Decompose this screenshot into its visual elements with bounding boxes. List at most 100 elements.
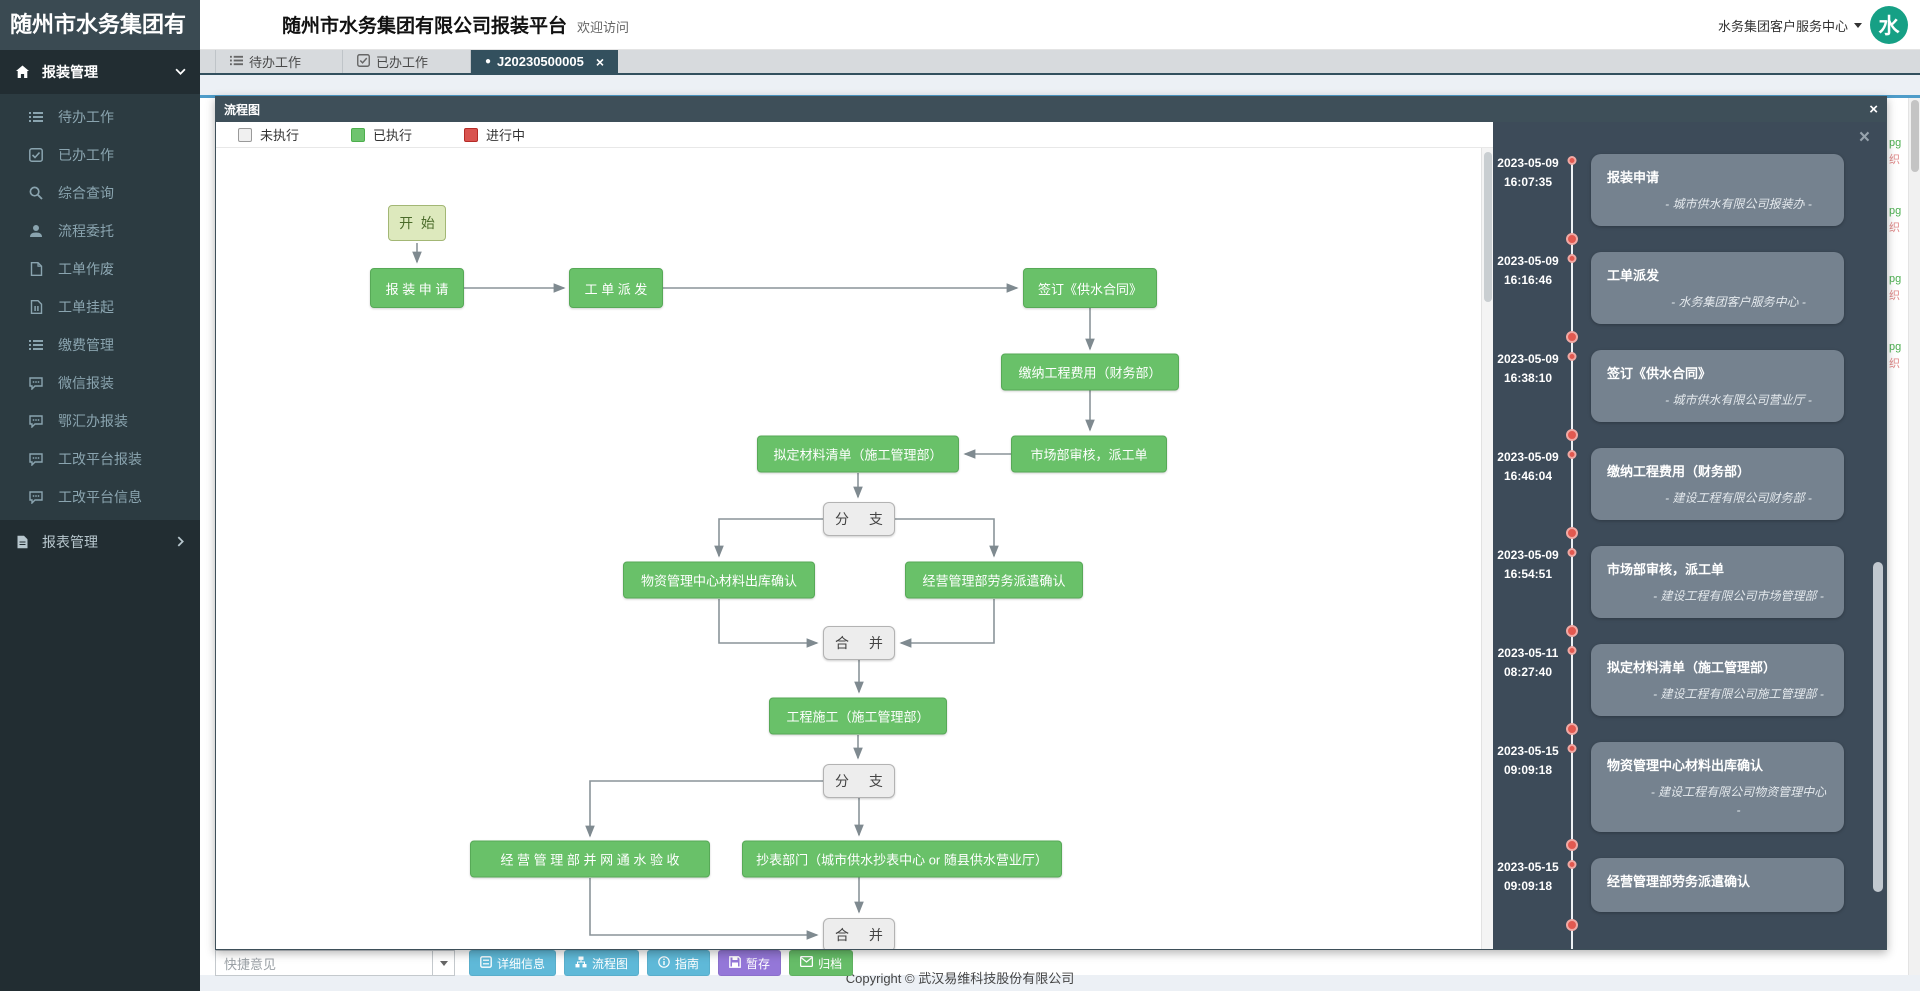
clipped-text: 织 xyxy=(1889,154,1900,166)
flowchart-scrollbar[interactable] xyxy=(1481,148,1493,949)
flow-node-branch-2: 分 支 xyxy=(823,764,895,798)
sidebar-item-liucheng-weituo[interactable]: 流程委托 xyxy=(0,212,200,250)
sidebar-item-daiban-gongzuo[interactable]: 待办工作 xyxy=(0,98,200,136)
sidebar-item-gongdan-zuofei[interactable]: 工单作废 xyxy=(0,250,200,288)
home-icon xyxy=(14,65,30,79)
timeline-dot xyxy=(1567,548,1577,557)
flow-icon xyxy=(575,956,587,971)
timeline-card: 物资管理中心材料出库确认 - 建设工程有限公司物资管理中心 - xyxy=(1591,742,1844,832)
list-icon xyxy=(28,338,44,352)
clipped-text: pg xyxy=(1889,341,1902,353)
timeline-dot xyxy=(1567,646,1577,655)
flow-node-merge-2: 合 并 xyxy=(823,918,895,949)
timeline-dot xyxy=(1567,352,1577,361)
sidebar-item-yiban-gongzuo[interactable]: 已办工作 xyxy=(0,136,200,174)
flowchart-scrollbar-thumb[interactable] xyxy=(1484,152,1492,302)
record-dot-icon: ● xyxy=(485,55,492,67)
sidebar-item-baobiao-guanli[interactable]: 报表管理 xyxy=(0,520,200,564)
timeline-card: 工单派发 - 水务集团客户服务中心 - xyxy=(1591,252,1844,324)
sidebar-item-baozhuang-guanli[interactable]: 报装管理 xyxy=(0,50,200,94)
flow-node-branch-1: 分 支 xyxy=(823,502,895,536)
timeline-dot xyxy=(1567,450,1577,459)
sidebar-item-gongdan-guaqi[interactable]: 工单挂起 xyxy=(0,288,200,326)
timeline-card: 签订《供水合同》 - 城市供水有限公司营业厅 - xyxy=(1591,350,1844,422)
sidebar-item-gonggai-pingtai-xinxi[interactable]: 工改平台信息 xyxy=(0,478,200,516)
content-area: pg 织 pg 织 pg 织 pg 织 快捷意见 xyxy=(200,75,1920,991)
guide-button[interactable]: 指南 xyxy=(647,950,711,976)
timeline-card: 市场部审核，派工单 - 建设工程有限公司市场管理部 - xyxy=(1591,546,1844,618)
sidebar-item-gonggai-pingtai-baozhuang[interactable]: 工改平台报装 xyxy=(0,440,200,478)
caret-down-icon xyxy=(1854,22,1862,28)
sidebar: 随州市水务集团有 报装管理 待办工作 已办工作 综合查询 xyxy=(0,0,200,991)
clipped-text: pg xyxy=(1889,273,1902,285)
flow-diagram-button[interactable]: 流程图 xyxy=(564,950,640,976)
legend-swatch-green xyxy=(351,127,366,142)
chevron-down-icon xyxy=(175,64,186,80)
sidebar-item-zonghe-chaxun[interactable]: 综合查询 xyxy=(0,174,200,212)
archive-button[interactable]: 归档 xyxy=(789,950,854,976)
chevron-right-icon xyxy=(175,534,186,550)
flow-node-laowu-paiqian: 经营管理部劳务派遣确认 xyxy=(905,561,1083,599)
comment-icon xyxy=(28,414,44,428)
detail-info-button[interactable]: 详细信息 xyxy=(469,950,557,976)
tab-daiban-gongzuo[interactable]: 待办工作 xyxy=(215,50,343,73)
timeline-dot xyxy=(1567,254,1577,263)
flow-node-shichangbu-shenhe: 市场部审核，派工单 xyxy=(1011,435,1167,473)
modal-close-icon[interactable]: × xyxy=(1869,101,1878,118)
detail-icon xyxy=(480,955,492,971)
comment-icon xyxy=(28,490,44,504)
app-logo: 随州市水务集团有 xyxy=(0,0,200,50)
check-square-icon xyxy=(357,53,370,70)
page-title: 随州市水务集团有限公司报装平台 xyxy=(282,16,568,37)
user-center-dropdown[interactable]: 水务集团客户服务中心 xyxy=(1718,16,1862,35)
timeline-card: 拟定材料清单（施工管理部） - 建设工程有限公司施工管理部 - xyxy=(1591,644,1844,716)
tab-order-j20230500005[interactable]: ● J20230500005 × xyxy=(471,50,618,73)
save-draft-button[interactable]: 暂存 xyxy=(718,950,782,976)
clipped-text: 织 xyxy=(1889,290,1900,302)
timeline-close-icon[interactable]: × xyxy=(1858,127,1870,148)
page-scrollbar-thumb[interactable] xyxy=(1911,100,1919,172)
comment-icon xyxy=(28,376,44,390)
tab-bar: 待办工作 已办工作 ● J20230500005 × xyxy=(200,50,1920,75)
flow-node-wuzi-chuku: 物资管理中心材料出库确认 xyxy=(623,561,815,599)
quick-opinion-select[interactable]: 快捷意见 xyxy=(215,950,455,976)
tab-close-icon[interactable]: × xyxy=(595,53,604,70)
action-bar: 快捷意见 详细信息 流程图 指南 xyxy=(215,950,854,976)
timeline-dot xyxy=(1567,744,1577,753)
copyright-text: Copyright © 武汉易维科技股份有限公司 xyxy=(845,971,1075,986)
flow-node-jiaona-feiyong: 缴纳工程费用（财务部） xyxy=(1001,353,1179,391)
flow-node-qianding-hetong: 签订《供水合同》 xyxy=(1023,268,1157,308)
background-clipped-list: pg 织 pg 织 pg 织 pg 织 xyxy=(1887,95,1920,975)
file-icon xyxy=(28,262,44,276)
avatar[interactable]: 水 xyxy=(1870,6,1908,44)
clipped-text: pg xyxy=(1889,205,1902,217)
legend-swatch-grey xyxy=(238,127,252,142)
timeline-card: 缴纳工程费用（财务部） - 建设工程有限公司财务部 - xyxy=(1591,448,1844,520)
tab-yiban-gongzuo[interactable]: 已办工作 xyxy=(343,50,471,73)
top-header: 随州市水务集团有限公司报装平台 欢迎访问 水务集团客户服务中心 水 xyxy=(200,0,1920,50)
flow-node-bingwang-yanshou: 经 营 管 理 部 并 网 通 水 验 收 xyxy=(470,840,710,878)
timeline-scrollbar-thumb[interactable] xyxy=(1873,562,1883,892)
sidebar-submenu: 待办工作 已办工作 综合查询 流程委托 工单作废 工单挂起 xyxy=(0,94,200,520)
sidebar-parent-label: 报装管理 xyxy=(42,64,98,80)
report-icon xyxy=(14,535,30,549)
flow-node-gongcheng-shigong: 工程施工（施工管理部） xyxy=(769,697,947,735)
sidebar-item-ehuiban-baozhuang[interactable]: 鄂汇办报装 xyxy=(0,402,200,440)
flow-legend: 未执行 已执行 进行中 xyxy=(216,122,1493,148)
sidebar-item-jiaofei-guanli[interactable]: 缴费管理 xyxy=(0,326,200,364)
flow-diagram-modal: 流程图 × 未执行 已执行 进行中 xyxy=(215,96,1887,950)
page-scrollbar[interactable] xyxy=(1908,98,1920,975)
welcome-text: 欢迎访问 xyxy=(577,20,630,35)
search-icon xyxy=(28,186,44,200)
sidebar-item-weixin-baozhuang[interactable]: 微信报装 xyxy=(0,364,200,402)
list-icon xyxy=(28,110,44,124)
